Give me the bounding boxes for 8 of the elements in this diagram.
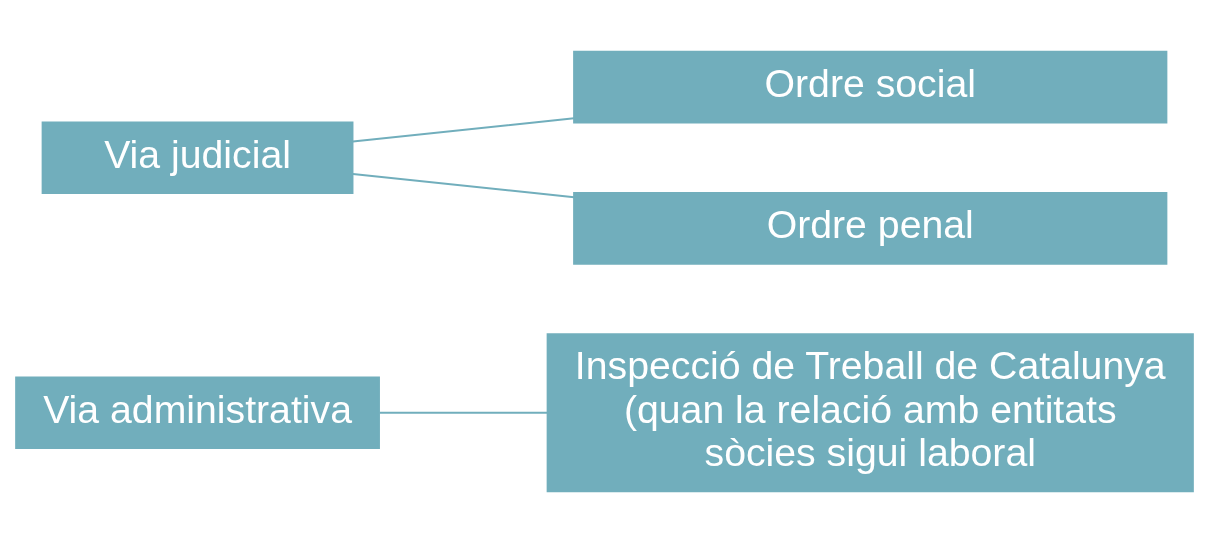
connector bbox=[351, 172, 576, 198]
node-box: Via judicial bbox=[41, 120, 354, 194]
connector bbox=[351, 116, 576, 143]
node-box: Via administrativa bbox=[15, 375, 380, 449]
node-box: Ordre social bbox=[573, 50, 1168, 123]
node-box: Ordre penal bbox=[573, 191, 1168, 265]
node-box: Inspecció de Treball de Catalunya (quan la relació amb entitats sòcies sigui laboral bbox=[546, 332, 1194, 492]
connector bbox=[378, 411, 549, 414]
